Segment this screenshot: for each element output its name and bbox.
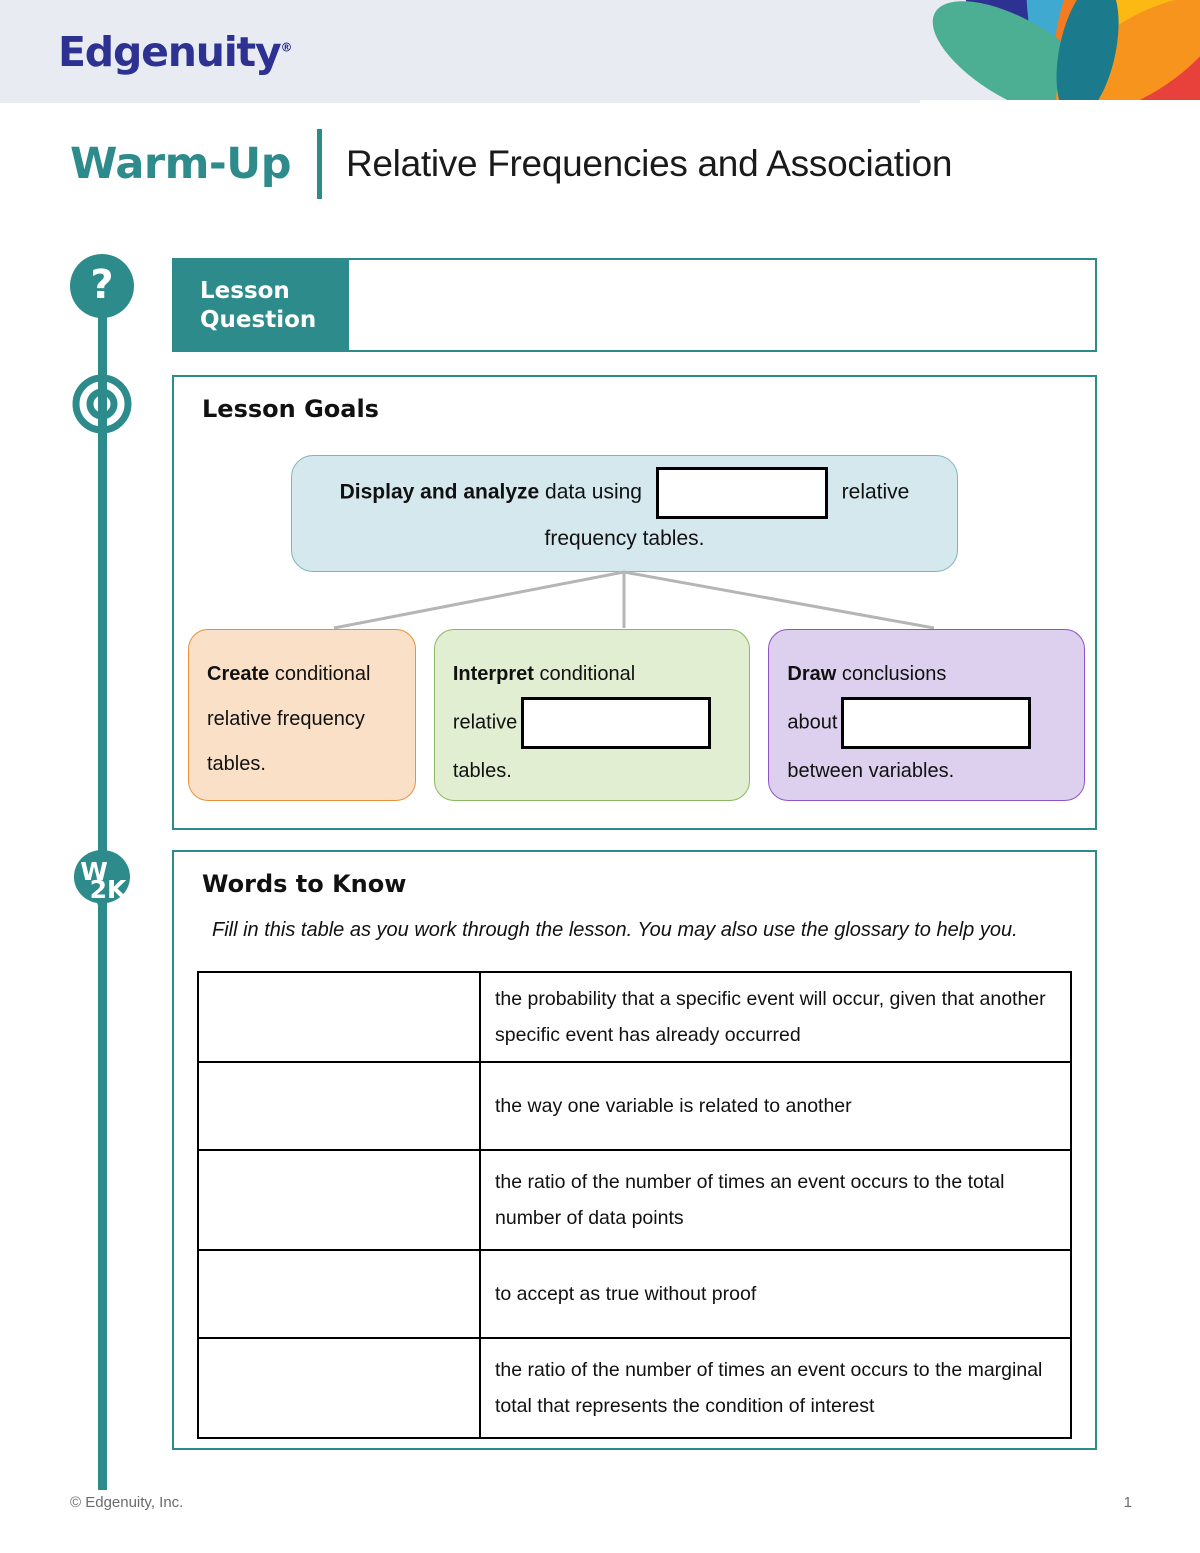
lesson-question-label-line2: Question xyxy=(200,307,317,334)
goal-draw-line2-before: about xyxy=(787,711,838,734)
target-icon xyxy=(72,374,132,434)
goal-top-text-line2: frequency tables. xyxy=(544,527,705,551)
goal-top-bold-lead: Display and analyze xyxy=(339,480,540,504)
goal-draw-bold-lead: Draw xyxy=(787,663,837,685)
table-row: the ratio of the number of times an even… xyxy=(197,1149,1072,1252)
svg-text:2K: 2K xyxy=(90,875,128,904)
vocab-definition: the ratio of the number of times an even… xyxy=(479,1337,1072,1440)
lesson-question-label: Lesson Question xyxy=(174,260,349,350)
words-to-know-heading: Words to Know xyxy=(202,870,407,898)
lesson-question-label-line1: Lesson xyxy=(200,278,290,304)
lesson-question-answer-field[interactable] xyxy=(349,260,1095,350)
header-band: Edgenuity® xyxy=(0,0,1200,103)
page-title: Warm-Up Relative Frequencies and Associa… xyxy=(70,128,953,200)
goal-top-blank-field[interactable] xyxy=(655,467,828,520)
title-eyebrow: Warm-Up xyxy=(70,139,291,189)
table-row: the probability that a specific event wi… xyxy=(197,970,1072,1064)
pinwheel-decoration xyxy=(920,0,1200,103)
vocab-term-field[interactable] xyxy=(197,1149,481,1252)
title-divider xyxy=(316,129,322,199)
vocab-definition: the way one variable is related to anoth… xyxy=(479,1061,1072,1152)
lesson-question-panel: Lesson Question xyxy=(172,258,1097,352)
goal-interpret-line2-before: relative xyxy=(452,711,518,734)
goal-interpret-box: Interpret conditional relative tables. xyxy=(433,629,751,801)
w2k-badge-icon: W 2K xyxy=(74,850,130,910)
goal-draw-blank-field[interactable] xyxy=(841,697,1032,749)
vocab-term-field[interactable] xyxy=(197,970,481,1064)
vocab-definition: the ratio of the number of times an even… xyxy=(479,1149,1072,1252)
goal-draw-box: Draw conclusions about between variables… xyxy=(768,629,1085,801)
table-row: the way one variable is related to anoth… xyxy=(197,1061,1072,1152)
goal-create-box: Create conditional relative frequency ta… xyxy=(188,629,416,801)
footer-page-number: 1 xyxy=(1123,1494,1132,1511)
goal-top-box: Display and analyze data using relative … xyxy=(291,455,958,572)
goal-create-bold-lead: Create xyxy=(207,663,270,685)
goal-interpret-blank-field[interactable] xyxy=(521,697,712,749)
goal-create-text-after-lead: conditional xyxy=(269,663,371,685)
goal-top-text: Display and analyze data using relative … xyxy=(322,467,927,560)
goal-interpret-text-after-lead: conditional xyxy=(533,663,636,685)
table-row: the ratio of the number of times an even… xyxy=(197,1337,1072,1440)
lesson-goals-heading: Lesson Goals xyxy=(202,395,379,423)
lesson-goals-panel: Lesson Goals Display and analyze data us… xyxy=(172,375,1097,830)
vocabulary-table: the probability that a specific event wi… xyxy=(197,970,1072,1440)
title-main: Relative Frequencies and Association xyxy=(345,143,953,184)
table-row: to accept as true without proof xyxy=(197,1249,1072,1340)
goal-top-text-before: data using xyxy=(539,480,642,504)
vocab-definition: the probability that a specific event wi… xyxy=(479,970,1072,1064)
svg-text:W: W xyxy=(80,857,108,886)
trademark-mark: ® xyxy=(280,40,293,55)
goal-connector-lines xyxy=(333,570,935,630)
edgenuity-logo: Edgenuity® xyxy=(58,28,293,76)
goal-draw-text-after-lead: conclusions xyxy=(836,663,947,685)
question-mark-icon: ? xyxy=(70,254,134,318)
goal-create-line3: tables. xyxy=(207,753,266,775)
vocab-term-field[interactable] xyxy=(197,1061,481,1152)
footer-copyright: © Edgenuity, Inc. xyxy=(70,1494,184,1511)
words-to-know-instructions: Fill in this table as you work through t… xyxy=(212,919,1018,941)
goal-sub-row: Create conditional relative frequency ta… xyxy=(188,629,1085,801)
vocab-definition: to accept as true without proof xyxy=(479,1249,1072,1340)
goal-draw-line3: between variables. xyxy=(787,760,955,782)
goal-interpret-bold-lead: Interpret xyxy=(452,663,534,685)
goal-top-text-after: relative xyxy=(841,480,910,504)
vocab-term-field[interactable] xyxy=(197,1249,481,1340)
words-to-know-panel: Words to Know Fill in this table as you … xyxy=(172,850,1097,1450)
vocab-term-field[interactable] xyxy=(197,1337,481,1440)
goal-create-line2: relative frequency xyxy=(207,708,365,730)
goal-interpret-line3: tables. xyxy=(452,760,512,782)
